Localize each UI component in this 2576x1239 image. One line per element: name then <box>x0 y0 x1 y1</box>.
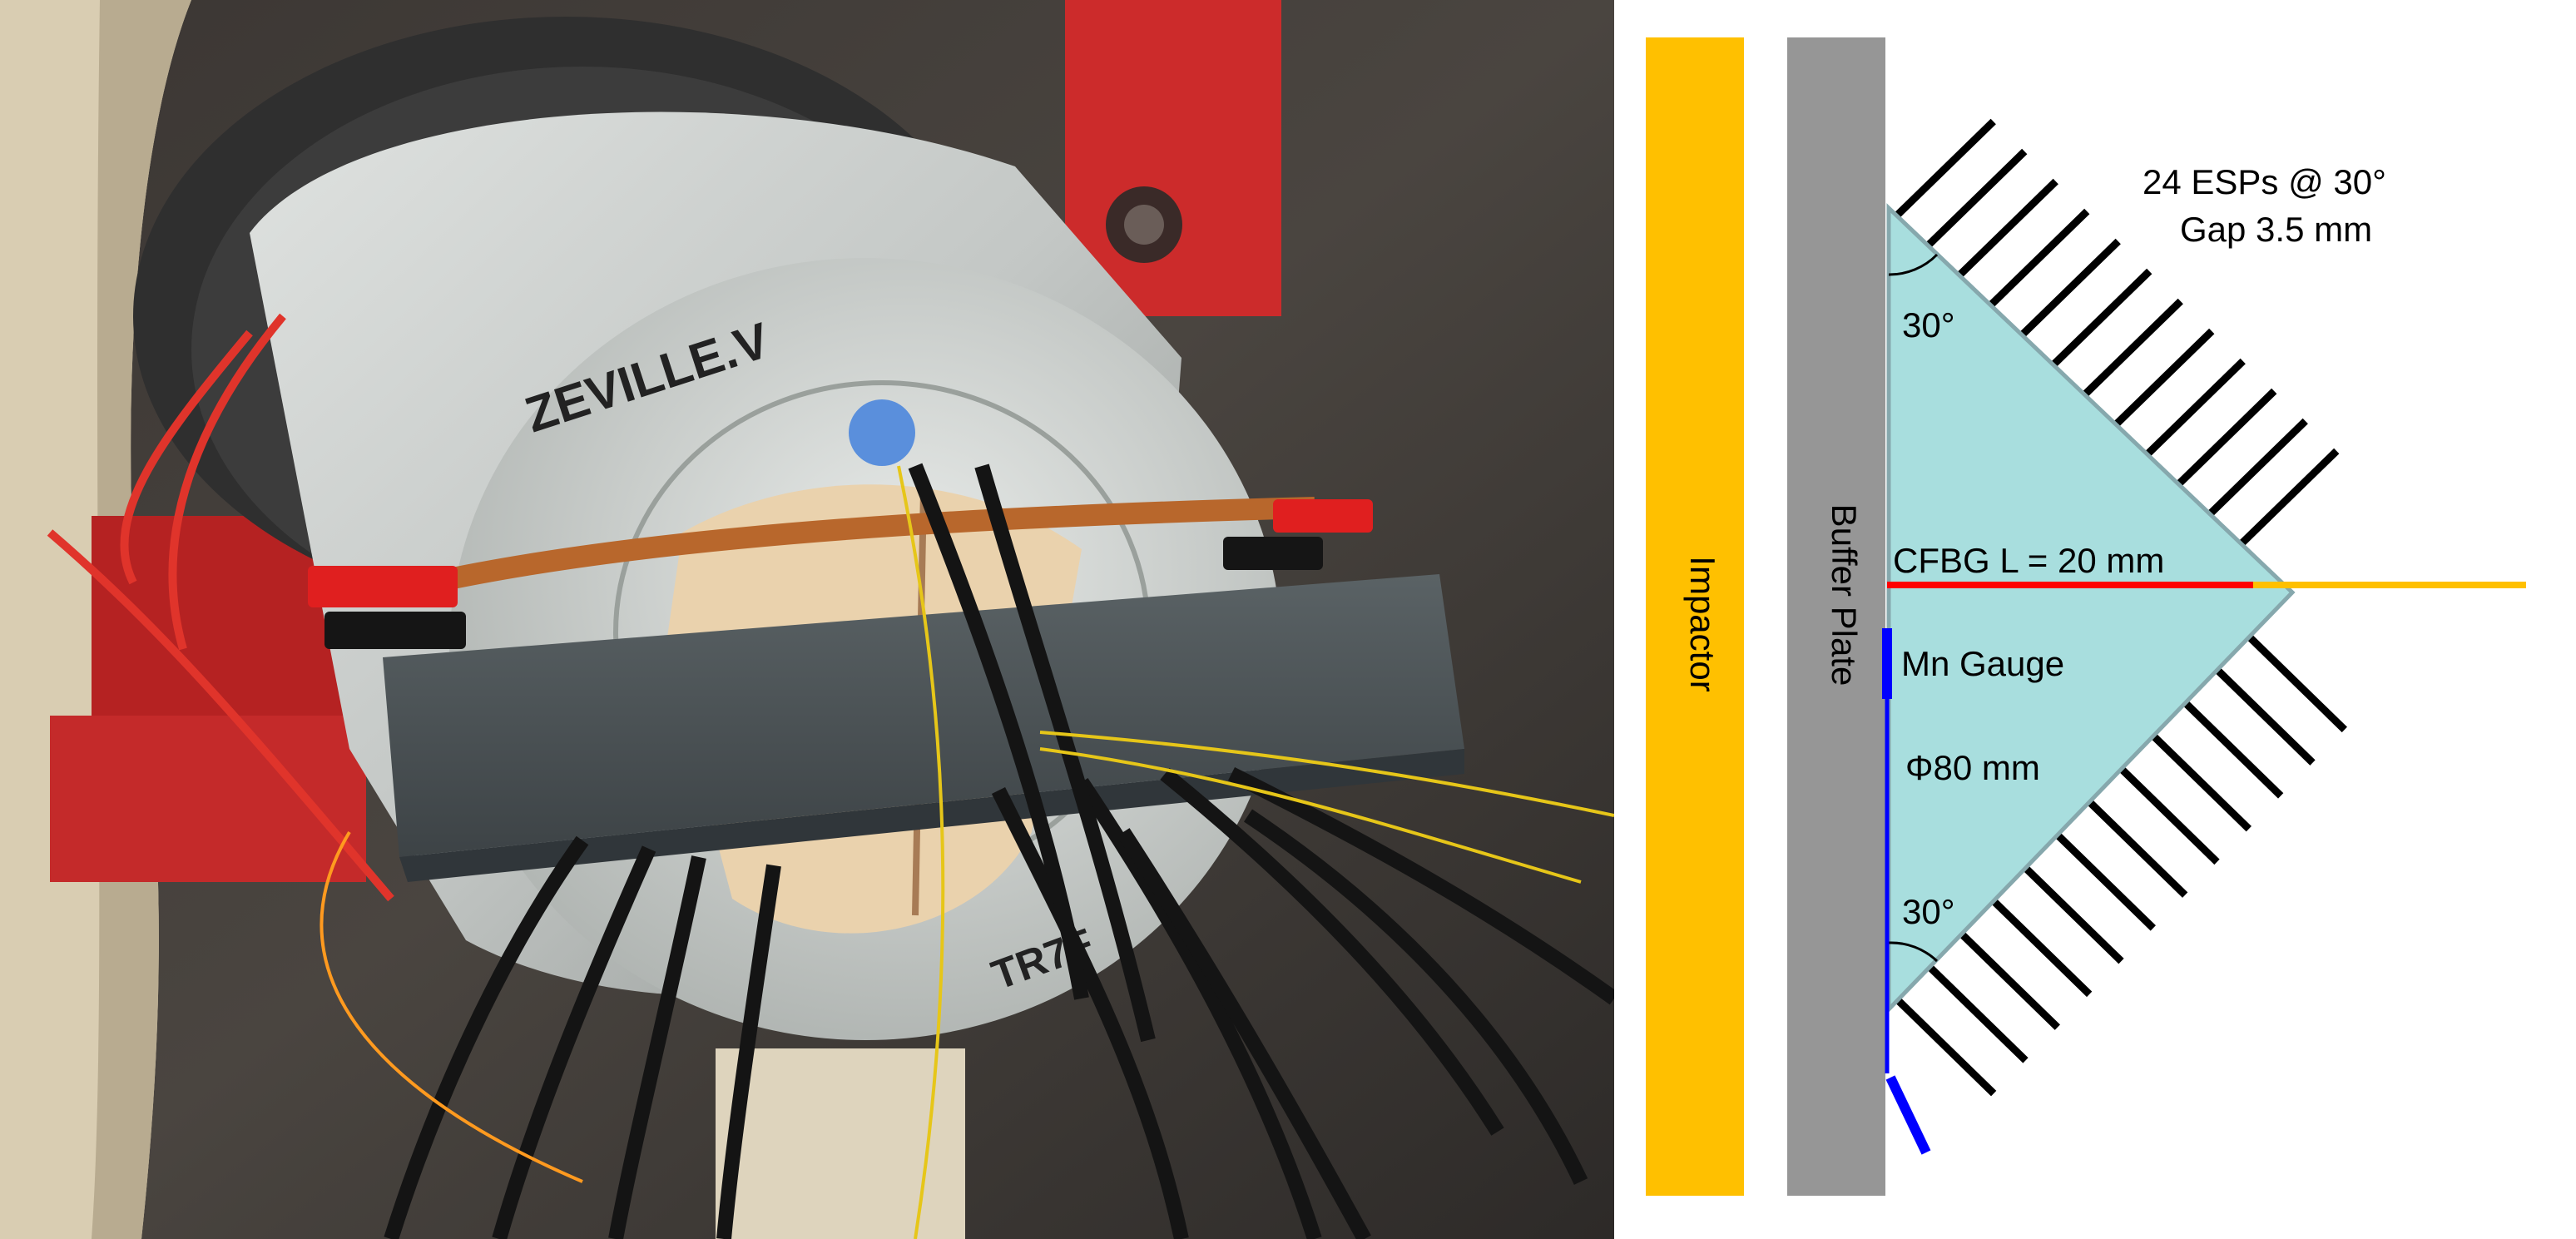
angle-label-bottom: 30° <box>1902 892 1955 931</box>
connector-black-left <box>324 612 466 649</box>
angle-arc-top <box>1888 253 1939 276</box>
esp-probe <box>2082 298 2183 398</box>
black-cables <box>384 463 1614 1239</box>
connector-red-left <box>308 566 458 607</box>
esp-probe <box>2207 418 2308 518</box>
esp-probe <box>2182 700 2284 799</box>
mn-gauge-blob <box>849 399 915 466</box>
esp-probe <box>2054 832 2156 931</box>
red-bracket-right <box>1065 0 1281 316</box>
esp-probe <box>1895 118 1996 218</box>
sample-triangle <box>1886 203 2296 1015</box>
buffer-plate <box>1787 37 1885 1196</box>
esp-probe <box>1989 208 2090 308</box>
mn-gauge-label: Mn Gauge <box>1901 644 2064 683</box>
esp-caption-line2: Gap 3.5 mm <box>2180 210 2372 249</box>
esp-probe <box>2238 448 2340 548</box>
esp-probe <box>1957 178 2058 278</box>
mn-gauge-tail <box>1885 1075 1931 1155</box>
yellow-fibers <box>897 465 1614 1239</box>
esp-probe <box>2051 268 2152 368</box>
esp-probe <box>1895 997 1997 1097</box>
pipe-left-shadow <box>92 0 191 1239</box>
esp-probe <box>1926 148 2028 248</box>
esp-probe <box>2176 388 2277 488</box>
esp-probe <box>1927 964 2029 1063</box>
esp-probe <box>2150 732 2252 832</box>
esp-probes-bottom <box>1895 633 2347 1097</box>
esp-probe <box>2113 328 2215 428</box>
gray-plate <box>383 574 1464 857</box>
esp-probe <box>2144 358 2246 458</box>
esp-probe <box>2087 799 2188 898</box>
diameter-label: Φ80 mm <box>1905 748 2040 787</box>
red-wires <box>47 313 394 902</box>
esp-probes-top <box>1895 118 2340 548</box>
esp-probe <box>2023 865 2124 964</box>
buffer-plate-label: Buffer Plate <box>1825 504 1864 686</box>
esp-probe <box>1991 898 2093 998</box>
gray-plate-edge <box>399 749 1464 882</box>
esp-probe <box>1959 931 2060 1030</box>
connector-black-right <box>1223 537 1323 570</box>
experiment-photo: ZEVILLE.V TR7F <box>0 0 1614 1239</box>
gauge-strip <box>430 497 1315 593</box>
post-bottom <box>716 1048 965 1239</box>
angle-label-top: 30° <box>1902 305 1955 344</box>
orange-fiber <box>320 830 583 1183</box>
red-frame-left-2 <box>50 716 366 882</box>
esp-probe <box>2246 633 2347 733</box>
esp-probe <box>2019 238 2121 338</box>
cfbg-label: CFBG L = 20 mm <box>1893 541 2164 580</box>
angle-arc-bottom <box>1888 941 1939 963</box>
connector-red-right <box>1273 499 1373 533</box>
esp-probe <box>2214 667 2316 766</box>
impactor-bar <box>1646 37 1744 1196</box>
bolt-inner <box>1124 205 1164 245</box>
esp-probe <box>2118 766 2220 865</box>
esp-caption-line1: 24 ESPs @ 30° <box>2143 162 2386 201</box>
impactor-label: Impactor <box>1683 556 1722 691</box>
